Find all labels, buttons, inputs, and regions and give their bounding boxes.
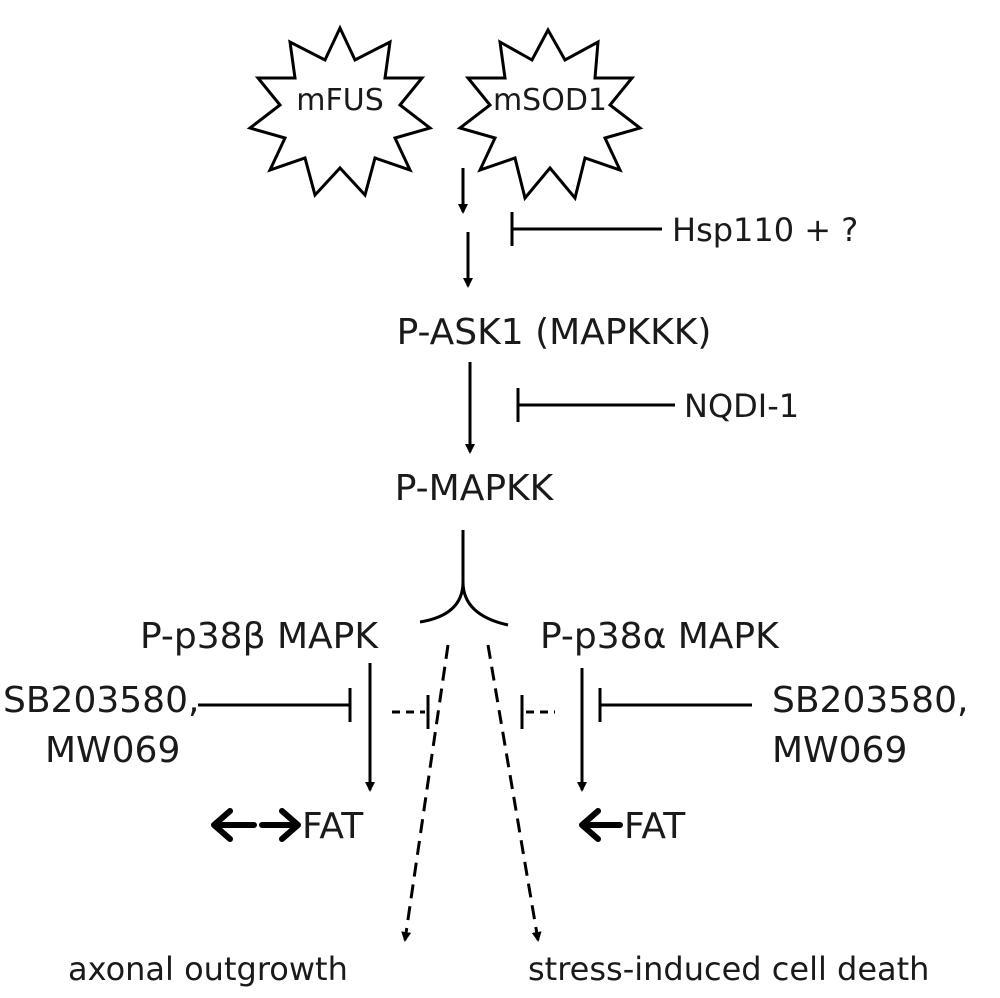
bidirectional-fat-arrows — [211, 808, 301, 842]
pmapkk-label: P-MAPKK — [395, 468, 555, 509]
mfus-starburst — [246, 24, 434, 199]
fat-right-label: FAT — [624, 806, 686, 847]
right-inhibitor-line1: SB203580, — [772, 680, 968, 721]
msod1-starburst — [456, 26, 644, 202]
left-inhibitor-line2: MW069 — [45, 730, 180, 771]
cell-death-label: stress-induced cell death — [528, 950, 929, 988]
dashed-arrow-axonal — [401, 644, 450, 942]
axonal-outgrowth-label: axonal outgrowth — [68, 950, 348, 988]
mfus-label: mFUS — [296, 83, 383, 118]
left-inhibitor-line1: SB203580, — [3, 680, 199, 721]
msod1-label: mSOD1 — [493, 83, 607, 118]
hsp110-label: Hsp110 + ? — [672, 211, 858, 249]
retrograde-fat-arrow — [579, 808, 623, 842]
right-inhibitor-line2: MW069 — [772, 730, 907, 771]
pp38b-label: P-p38β MAPK — [140, 616, 379, 657]
branch-curve — [419, 530, 509, 627]
dashed-arrow-death — [486, 644, 542, 942]
pp38a-label: P-p38α MAPK — [540, 616, 780, 657]
pask1-label: P-ASK1 (MAPKKK) — [397, 312, 712, 353]
fat-left-label: FAT — [302, 806, 364, 847]
nqdi1-label: NQDI-1 — [684, 387, 799, 425]
